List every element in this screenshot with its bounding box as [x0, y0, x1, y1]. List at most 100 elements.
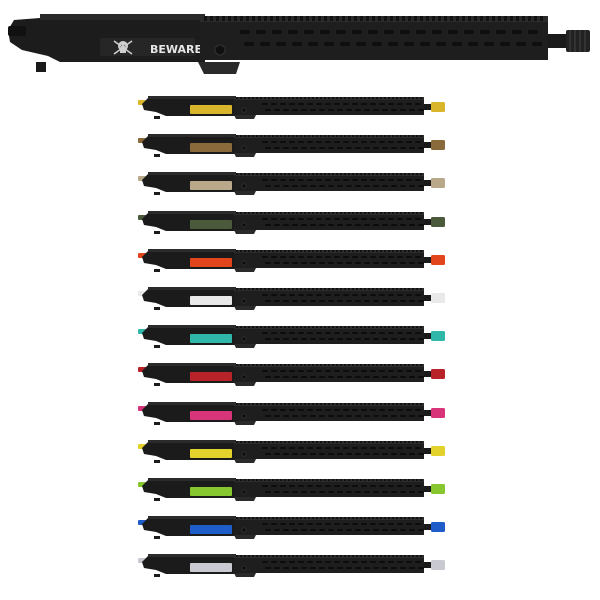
muzzle-device-accent [431, 331, 445, 342]
beware-engraving: BEWARE [150, 43, 202, 56]
handguard-screw [214, 44, 226, 56]
handguard-screw [241, 374, 247, 380]
receiver-lug [154, 498, 160, 501]
rail-serrations [236, 517, 422, 520]
handguard-slots [262, 523, 424, 532]
muzzle-device-accent [431, 293, 445, 303]
muzzle-device-accent [431, 369, 445, 380]
handguard-slots [262, 217, 424, 226]
handguard-screw [241, 489, 247, 495]
barrel [424, 562, 432, 569]
hero-upper-receiver: BEWARE [0, 0, 600, 86]
barrel [424, 486, 432, 492]
barrel [424, 409, 432, 416]
skull-crossbones-icon [113, 40, 133, 55]
receiver-top-rail [40, 14, 205, 20]
dust-cover-accent [190, 487, 232, 496]
color-variant-upper [136, 361, 452, 387]
variant-upper-svg [138, 439, 445, 463]
variant-upper-svg [138, 478, 445, 501]
barrel [424, 180, 432, 187]
variant-upper-svg [138, 134, 445, 158]
receiver-top-rail [148, 325, 236, 329]
barrel [424, 256, 432, 263]
receiver-lug [154, 192, 160, 196]
gas-block-lug [234, 497, 256, 501]
receiver-top-rail [148, 516, 236, 520]
variant-upper-svg [138, 96, 445, 119]
gas-block-lug [234, 267, 256, 272]
receiver-top-rail [148, 439, 236, 443]
color-variant-list [0, 86, 600, 596]
muzzle-device-accent [431, 445, 445, 456]
gas-block-lug [234, 535, 256, 540]
handguard [234, 328, 424, 345]
receiver-top-rail [148, 287, 236, 290]
handguard-slots [262, 446, 424, 455]
handguard-slots [262, 179, 424, 188]
color-variant-upper [136, 170, 452, 196]
charging-handle [8, 26, 26, 36]
color-variant-upper [136, 94, 452, 120]
handguard [234, 557, 424, 574]
receiver-lug [154, 116, 160, 119]
dust-cover-accent [190, 334, 232, 344]
handguard-slots [262, 370, 424, 379]
handguard-screw [241, 183, 247, 189]
dust-cover-accent [190, 219, 232, 229]
rail-serrations [236, 364, 422, 367]
handguard [234, 175, 424, 192]
muzzle-device-accent [431, 522, 445, 533]
receiver-lug [154, 383, 160, 387]
gas-block-lug [234, 420, 256, 425]
muzzle-device-accent [431, 560, 445, 571]
receiver-lug [154, 268, 160, 272]
muzzle-ribs [569, 30, 586, 52]
receiver-top-rail [148, 210, 236, 214]
color-variant-upper [136, 247, 452, 273]
receiver-lug [154, 421, 160, 425]
color-variant-upper [136, 476, 452, 502]
receiver-top-rail [148, 96, 236, 99]
handguard [234, 404, 424, 421]
gas-block-lug [234, 191, 256, 196]
receiver-lug [154, 345, 160, 349]
handguard-screw [241, 298, 247, 304]
rail-serrations [236, 326, 422, 329]
barrel [424, 447, 432, 454]
receiver-top-rail [148, 554, 236, 558]
barrel [424, 142, 432, 149]
barrel [424, 333, 432, 340]
muzzle-device-accent [431, 254, 445, 265]
barrel [424, 295, 432, 301]
handguard [234, 442, 424, 459]
handguard-slots [262, 294, 424, 302]
handguard [234, 251, 424, 268]
receiver-top-rail [148, 363, 236, 367]
receiver-lug [154, 459, 160, 463]
dust-cover-accent [190, 105, 232, 114]
muzzle-device-accent [431, 102, 445, 112]
variant-upper-svg [138, 554, 445, 578]
muzzle-device [566, 30, 590, 52]
receiver-lug [154, 536, 160, 540]
rail-serrations [236, 211, 422, 214]
muzzle-device-accent [431, 216, 445, 227]
handguard [234, 137, 424, 154]
handguard-slots [262, 141, 424, 150]
dust-cover-accent [190, 181, 232, 191]
gas-block-lug [234, 306, 256, 310]
handguard-screw [241, 260, 247, 266]
handguard-slots [262, 485, 424, 493]
variant-upper-svg [138, 325, 445, 349]
dust-cover-accent [190, 448, 232, 458]
receiver-top-rail [148, 248, 236, 252]
rail-serrations [236, 249, 422, 252]
gas-block-lug [234, 115, 256, 119]
rail-serrations [236, 97, 422, 99]
receiver-top-rail [148, 401, 236, 405]
color-variant-upper [136, 209, 452, 235]
muzzle-device-accent [431, 178, 445, 189]
handguard-screw [241, 107, 247, 113]
handguard-screw [241, 565, 247, 571]
